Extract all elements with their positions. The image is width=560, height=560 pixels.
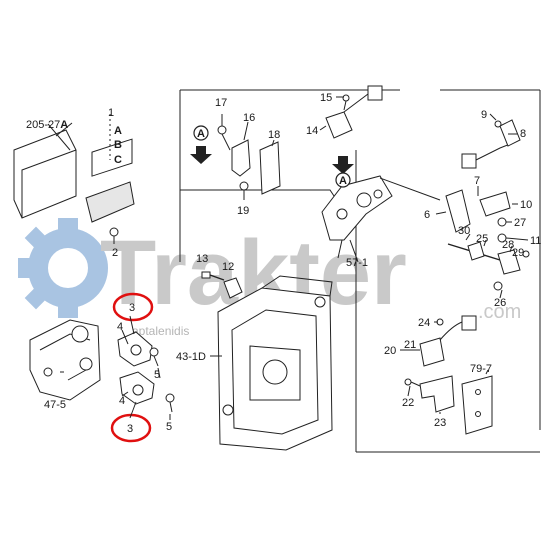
label-25: 25 bbox=[476, 233, 488, 245]
switch-21 bbox=[419, 315, 477, 367]
bracket-23 bbox=[404, 375, 455, 413]
label-11: 11 bbox=[530, 235, 541, 247]
cover-assembly bbox=[13, 114, 135, 244]
label-6: 6 bbox=[424, 209, 430, 221]
label-30: 30 bbox=[458, 225, 470, 237]
plate-79-7 bbox=[461, 375, 493, 435]
label-4-upper: 4 bbox=[117, 321, 123, 333]
left-housing bbox=[29, 319, 101, 401]
arrow-a-left: A bbox=[190, 125, 212, 164]
callout-labels: 205-27A 1 A B C 2 3 3 4 4 5 5 47-5 13 12… bbox=[26, 92, 541, 435]
transmission-case bbox=[217, 275, 333, 451]
leader-lines bbox=[55, 96, 529, 420]
label-13: 13 bbox=[196, 253, 208, 265]
bracket-12 bbox=[223, 277, 243, 299]
label-28: 28 bbox=[502, 239, 514, 251]
switch-14 bbox=[325, 85, 383, 139]
label-b: B bbox=[114, 139, 122, 151]
watermark-subtext: aptalenidis bbox=[132, 324, 189, 338]
label-9: 9 bbox=[481, 109, 487, 121]
label-2: 2 bbox=[112, 247, 118, 259]
switch-bracket bbox=[217, 125, 281, 200]
watermark-suffix: .com bbox=[478, 301, 521, 323]
label-3-upper: 3 bbox=[129, 302, 135, 314]
arrow-a-label: A bbox=[197, 128, 205, 140]
label-26: 26 bbox=[494, 297, 506, 309]
gear-icon bbox=[18, 218, 108, 318]
label-16: 16 bbox=[243, 112, 255, 124]
arrow-a-label: A bbox=[339, 175, 347, 187]
label-14: 14 bbox=[306, 125, 318, 137]
label-17: 17 bbox=[215, 97, 227, 109]
label-18: 18 bbox=[268, 129, 280, 141]
label-43-1d: 43-1D bbox=[176, 351, 206, 363]
label-1: 1 bbox=[108, 107, 114, 119]
label-22: 22 bbox=[402, 397, 414, 409]
label-8: 8 bbox=[520, 128, 526, 140]
highlight-ring-upper bbox=[112, 292, 154, 322]
label-3-lower: 3 bbox=[127, 423, 133, 435]
label-24: 24 bbox=[418, 317, 430, 329]
label-23: 23 bbox=[434, 417, 446, 429]
label-15: 15 bbox=[320, 92, 332, 104]
bolt-13 bbox=[201, 271, 225, 281]
label-79-7: 79-7 bbox=[470, 363, 492, 375]
label-21: 21 bbox=[404, 339, 416, 351]
label-7: 7 bbox=[474, 175, 480, 187]
label-5-lower: 5 bbox=[166, 421, 172, 433]
label-47-5: 47-5 bbox=[44, 399, 66, 411]
label-5-upper: 5 bbox=[154, 369, 160, 381]
label-27: 27 bbox=[514, 217, 526, 229]
arrow-a-right: A bbox=[332, 156, 354, 188]
label-10: 10 bbox=[520, 199, 532, 211]
label-12: 12 bbox=[222, 261, 234, 273]
label-57-1: 57-1 bbox=[346, 257, 368, 269]
label-19: 19 bbox=[237, 205, 249, 217]
label-c: C bbox=[114, 154, 122, 166]
label-205-27a: 205-27A bbox=[26, 119, 68, 131]
label-29: 29 bbox=[512, 247, 524, 259]
sensor-bracket bbox=[445, 119, 521, 243]
label-a: A bbox=[114, 125, 122, 137]
linkage-25 bbox=[447, 241, 530, 291]
label-20: 20 bbox=[384, 345, 396, 357]
bracket-lower bbox=[119, 371, 175, 413]
label-4-lower: 4 bbox=[119, 395, 125, 407]
